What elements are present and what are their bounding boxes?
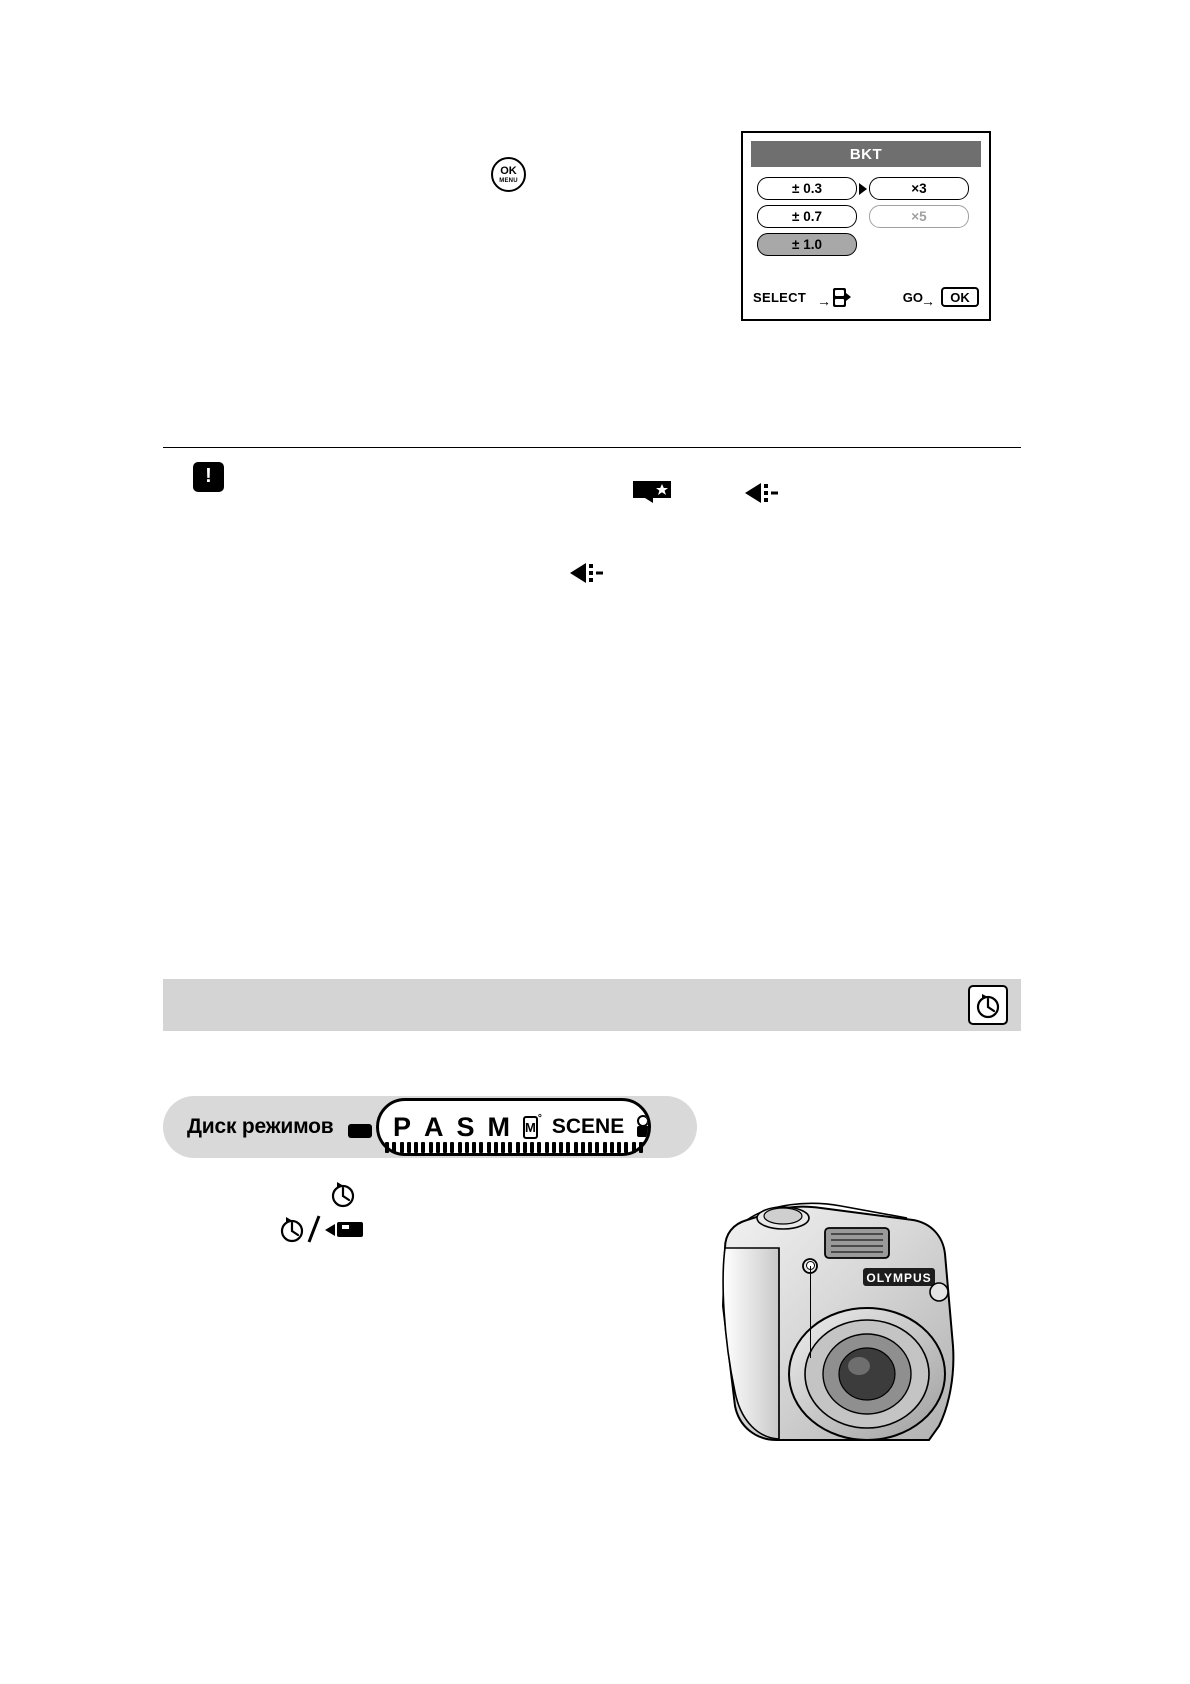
bkt-count-option-1[interactable]: ×5 [869,205,969,228]
bkt-exposure-option-2[interactable]: ± 1.0 [757,233,857,256]
exclamation-warning-icon: ! [193,462,224,492]
bkt-go-label: GO [902,290,923,305]
dpad-icon [833,288,851,307]
bkt-select-label: SELECT [753,290,807,305]
mode-dial-item-scene[interactable]: SCENE [551,1115,625,1138]
flash-icon [745,482,779,504]
bkt-ok-badge[interactable]: OK [941,287,979,307]
mode-dial-item-p[interactable]: P [393,1111,412,1142]
menu-label: MENU [499,177,518,184]
mode-dial-item-my-mode[interactable]: M ° [523,1113,542,1139]
bkt-selection-arrow-icon [859,183,867,195]
my-mode-letter: M [525,1119,536,1135]
bkt-panel-footer: SELECT → GO → OK [753,287,979,309]
self-timer-icon [329,1178,357,1208]
ok-label: OK [500,164,517,177]
bkt-panel-title: BKT [849,145,883,163]
note-divider-rule [163,447,1021,448]
bkt-exposure-option-0[interactable]: ± 0.3 [757,177,857,200]
my-mode-flag-icon [632,478,672,504]
bkt-select-arrow-icon: → [817,293,831,309]
bkt-settings-panel: BKT ± 0.3 ± 0.7 ± 1.0 ×3 ×5 SELECT → GO … [741,131,991,321]
bkt-exposure-option-1[interactable]: ± 0.7 [757,205,857,228]
camera-front-photo: OLYMPUS [717,1196,960,1441]
mode-dial-pointer-box [348,1124,372,1138]
bkt-go-arrow-icon: → [921,293,935,309]
mode-dial-label: Диск режимов [187,1115,334,1138]
mode-dial-item-m[interactable]: M [487,1111,511,1142]
ok-menu-button-icon[interactable]: OK MENU [491,157,526,192]
self-timer-icon [968,985,1008,1025]
flash-icon [570,562,604,584]
mode-dial-teeth [385,1142,643,1153]
bkt-panel-title-bar: BKT [751,141,981,167]
self-timer-slash-remote-icon [277,1212,395,1244]
svg-text:OLYMPUS: OLYMPUS [866,1271,931,1285]
mode-dial-item-s[interactable]: S [456,1111,475,1142]
my-mode-superscript: ° [537,1112,542,1124]
movie-camera-icon[interactable] [634,1115,648,1139]
self-timer-lamp-leader [810,1266,811,1358]
bkt-count-option-0[interactable]: ×3 [869,177,969,200]
mode-dial-banner: Диск режимов P A S M M ° SCENE [163,1096,697,1158]
self-timer-section-bar [163,979,1021,1031]
mode-dial-item-a[interactable]: A [424,1111,444,1142]
